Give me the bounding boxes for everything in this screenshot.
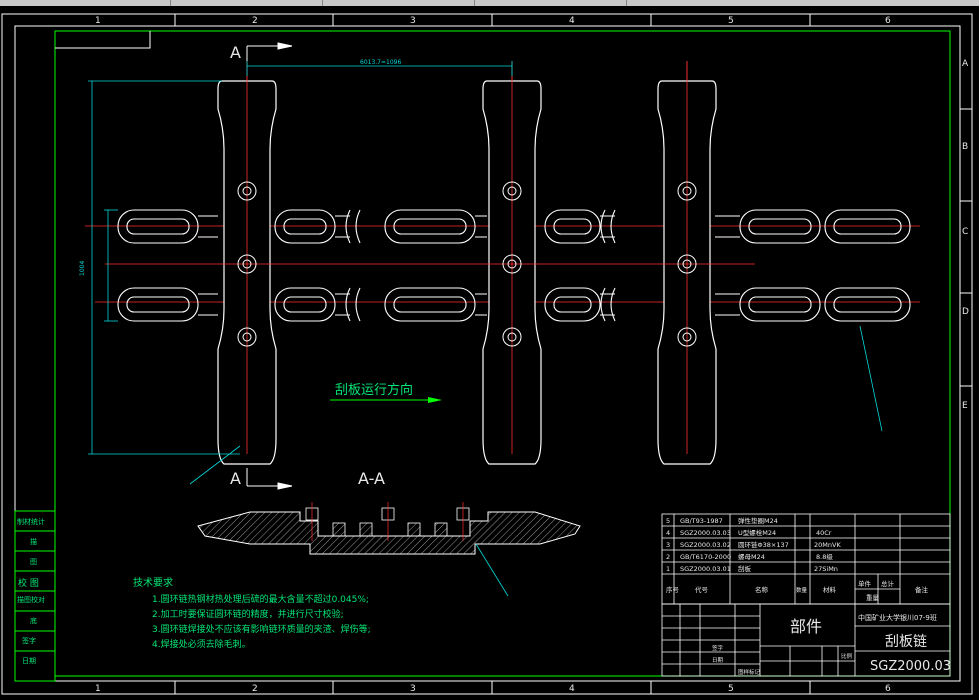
left-label: 制材统计 bbox=[17, 517, 45, 526]
left-label: 描 bbox=[30, 537, 37, 546]
bom-material: 20MnVK bbox=[814, 541, 841, 549]
zone-label: 5 bbox=[728, 16, 734, 26]
bom-header-no: 序号 bbox=[666, 585, 680, 594]
bom-code: GB/T6170-2000 bbox=[680, 553, 731, 561]
bom-name: 圆环链Φ38×137 bbox=[738, 540, 789, 549]
bom-no: 1 bbox=[666, 565, 670, 573]
bom-code: GB/T93-1987 bbox=[680, 517, 723, 525]
zone-label: 2 bbox=[252, 16, 258, 26]
height-dimension: 1004 bbox=[79, 261, 86, 276]
left-label: 底 bbox=[30, 616, 37, 625]
bom-header-name: 名称 bbox=[755, 585, 769, 594]
left-label: 描图校对 bbox=[17, 595, 45, 604]
zone-label: 4 bbox=[569, 16, 575, 26]
bom-header-weight: 重量 bbox=[866, 594, 880, 602]
bom-no: 5 bbox=[666, 517, 670, 525]
pitch-dimension: 6013.7=1096 bbox=[360, 59, 401, 66]
zone-label: 2 bbox=[252, 684, 258, 694]
bar-center-lines bbox=[222, 61, 712, 454]
outer-frame bbox=[1, 13, 973, 695]
section-profile bbox=[197, 502, 581, 597]
inner-frame-zone-band bbox=[14, 25, 961, 682]
row-label: B bbox=[962, 142, 968, 152]
zone-label: 6 bbox=[885, 684, 891, 694]
bom-header-total: 总计 bbox=[881, 579, 895, 588]
bom-material: 8.8级 bbox=[816, 552, 833, 561]
direction-label: 刮板运行方向 bbox=[335, 382, 413, 398]
zone-label: 3 bbox=[410, 16, 416, 26]
title-part: 部件 bbox=[790, 617, 822, 636]
row-label: A bbox=[962, 59, 969, 69]
bom-header-note: 备注 bbox=[915, 585, 929, 594]
section-markers bbox=[246, 42, 293, 490]
direction-arrowhead bbox=[428, 397, 442, 403]
bom-material: 40Cr bbox=[816, 529, 832, 537]
tab-3[interactable] bbox=[474, 0, 625, 6]
zone-label: 1 bbox=[95, 16, 101, 26]
row-label: D bbox=[962, 307, 969, 317]
zone-label: 4 bbox=[569, 684, 575, 694]
left-label: 校 图 bbox=[18, 577, 39, 589]
bom-header-qty: 数量 bbox=[796, 586, 808, 594]
bom-header-material: 材料 bbox=[823, 585, 837, 594]
bom-name: 刮板 bbox=[738, 564, 752, 573]
title-scale-label: 比例 bbox=[841, 652, 853, 660]
tech-note: 4.焊接处必须去除毛刺。 bbox=[152, 638, 251, 650]
bom-material: 27SiMn bbox=[814, 565, 838, 573]
left-signature-strip bbox=[14, 510, 56, 682]
section-mark-bottom: A bbox=[230, 469, 241, 488]
window-tab-strip bbox=[0, 0, 979, 6]
title-block-grid bbox=[661, 603, 951, 677]
zone-label: 3 bbox=[410, 684, 416, 694]
bom-name: U型螺栓M24 bbox=[738, 528, 776, 537]
bom-code: SGZ2000.03.01 bbox=[680, 565, 731, 573]
corner-box bbox=[55, 31, 151, 49]
section-mark-top: A bbox=[230, 43, 241, 62]
title-date-label: 日期 bbox=[712, 657, 724, 664]
zone-ticks bbox=[174, 14, 972, 694]
row-label: E bbox=[962, 401, 968, 411]
tech-note: 2.加工时要保证圆环链的精度，并进行尺寸校验; bbox=[152, 608, 344, 620]
bom-header-unit: 单件 bbox=[858, 579, 872, 588]
drawing-frame bbox=[54, 30, 951, 677]
bom-code: SGZ2000.03.03 bbox=[680, 529, 731, 537]
bom-code: SGZ2000.03.02 bbox=[680, 541, 731, 549]
bolt-heads bbox=[237, 181, 697, 347]
bom-name: 弹性垫圈M24 bbox=[738, 516, 778, 525]
title-sign-label: 签字 bbox=[712, 644, 724, 652]
section-view-title: A-A bbox=[358, 469, 385, 488]
bom-header-code: 代号 bbox=[695, 585, 709, 594]
zone-label: 5 bbox=[728, 684, 734, 694]
tab-1[interactable] bbox=[170, 0, 321, 6]
bom-no: 3 bbox=[666, 541, 670, 549]
tech-note: 1.圆环链热钢材热处理后硫的最大含量不超过0.045%; bbox=[152, 593, 369, 605]
bom-no: 2 bbox=[666, 553, 670, 561]
bom-no: 4 bbox=[666, 529, 670, 537]
zone-label: 1 bbox=[95, 684, 101, 694]
flight-bars bbox=[217, 80, 717, 465]
tech-note: 3.圆环链焊接处不应该有影响链环质量的夹渣、焊伤等; bbox=[152, 623, 371, 635]
zone-label: 6 bbox=[885, 16, 891, 26]
chain-links bbox=[117, 209, 911, 322]
title-sheet-label: 图样标记 bbox=[738, 668, 761, 676]
row-label: C bbox=[962, 227, 968, 237]
title-drawing-number: SGZ2000.03 bbox=[870, 659, 951, 674]
left-label: 图 bbox=[30, 558, 37, 566]
bom-name: 螺母M24 bbox=[738, 552, 765, 561]
tab-4[interactable] bbox=[626, 0, 777, 6]
cad-drawing-canvas[interactable]: 1 2 3 4 5 6 1 2 3 4 5 6 A B C D E 制材统计 描… bbox=[0, 6, 979, 700]
title-school: 中国矿业大学银川07-9班 bbox=[858, 613, 937, 622]
tech-title: 技术要求 bbox=[133, 576, 173, 589]
left-label: 日期 bbox=[22, 657, 36, 665]
tab-2[interactable] bbox=[322, 0, 473, 6]
left-label: 签字 bbox=[22, 636, 36, 645]
dimension-lines bbox=[88, 61, 883, 485]
title-drawing-name: 刮板链 bbox=[885, 634, 927, 650]
